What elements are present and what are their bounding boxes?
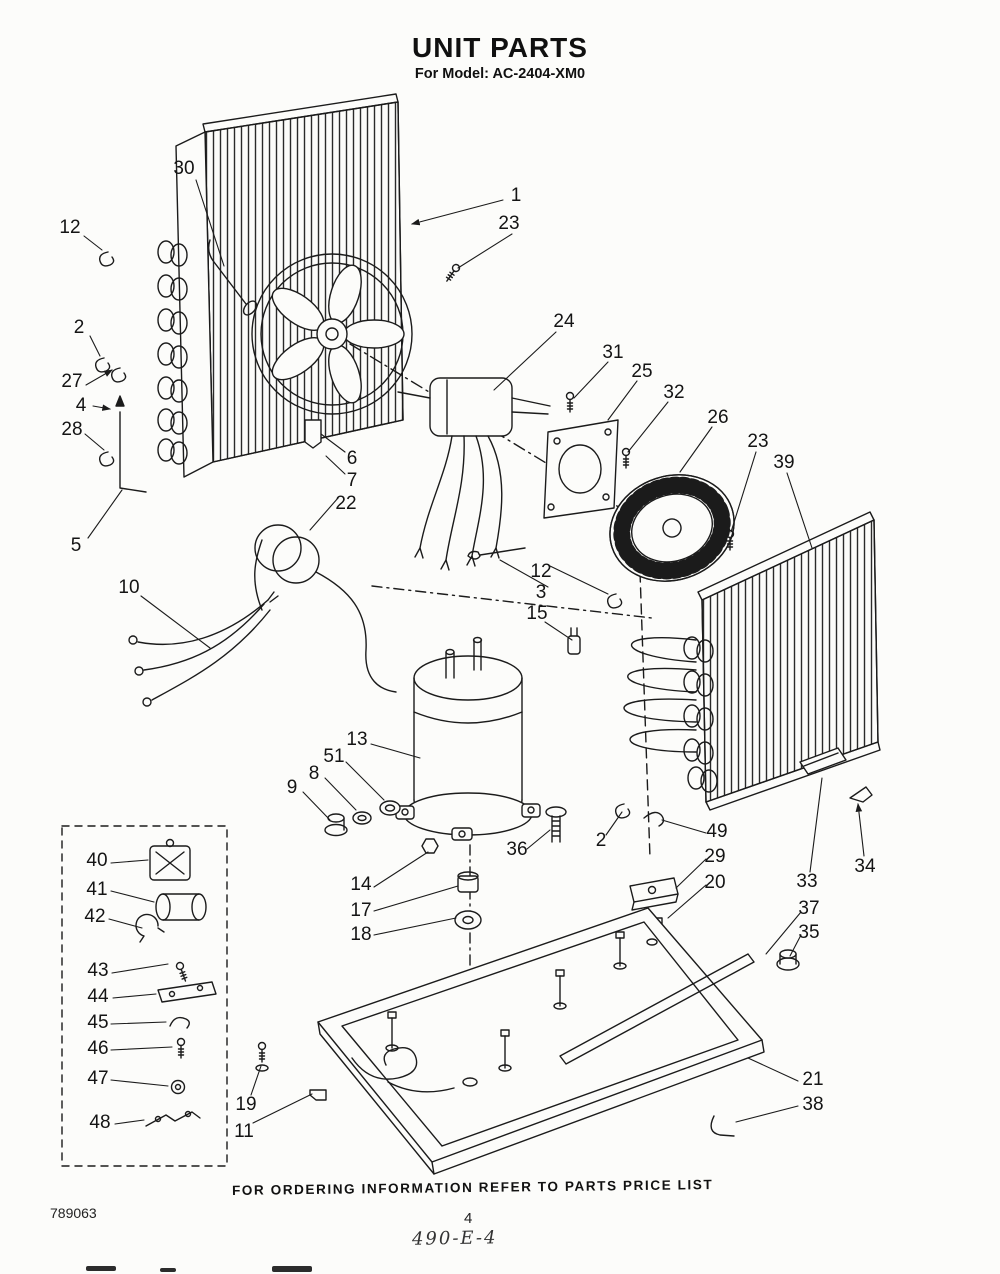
- callout-3: 3: [535, 582, 547, 603]
- callout-22: 22: [335, 493, 357, 514]
- callout-39: 39: [773, 452, 795, 473]
- callout-24: 24: [553, 311, 575, 332]
- doc-number: 789063: [50, 1205, 97, 1221]
- callout-9: 9: [286, 777, 298, 798]
- callout-23b: 23: [747, 431, 769, 452]
- callout-49: 49: [706, 821, 728, 842]
- callout-11: 11: [234, 1121, 254, 1142]
- callout-14: 14: [350, 874, 372, 895]
- callout-12b: 12: [530, 561, 552, 582]
- callout-40: 40: [86, 850, 108, 871]
- callout-48: 48: [89, 1112, 111, 1133]
- callout-45: 45: [87, 1012, 109, 1033]
- scan-artifact: [160, 1268, 176, 1272]
- callout-1: 1: [510, 185, 522, 206]
- callout-20: 20: [704, 872, 726, 893]
- callout-34: 34: [854, 856, 876, 877]
- callout-5: 5: [70, 535, 82, 556]
- callout-43: 43: [87, 960, 109, 981]
- callout-18: 18: [350, 924, 372, 945]
- callout-44: 44: [87, 986, 109, 1007]
- callout-4: 4: [75, 395, 87, 416]
- scan-artifact: [86, 1266, 116, 1271]
- scan-artifact: [272, 1266, 312, 1272]
- callout-21: 21: [802, 1069, 824, 1090]
- callout-25: 25: [631, 361, 653, 382]
- callout-37: 37: [798, 898, 820, 919]
- callout-15: 15: [526, 603, 548, 624]
- callout-30: 30: [173, 158, 195, 179]
- callout-28: 28: [61, 419, 83, 440]
- callout-19: 19: [235, 1094, 257, 1115]
- callout-46: 46: [87, 1038, 109, 1059]
- callout-2: 2: [73, 317, 85, 338]
- callout-26: 26: [707, 407, 729, 428]
- model-subtitle: For Model: AC-2404-XM0: [414, 66, 586, 82]
- callout-10: 10: [118, 577, 140, 598]
- callout-23: 23: [498, 213, 520, 234]
- callout-27: 27: [61, 371, 83, 392]
- callout-7: 7: [346, 470, 358, 491]
- callout-41: 41: [86, 879, 108, 900]
- callout-47: 47: [87, 1068, 109, 1089]
- callout-36: 36: [506, 839, 528, 860]
- page-number: 4: [464, 1210, 473, 1227]
- callout-12: 12: [59, 217, 81, 238]
- callout-13: 13: [346, 729, 368, 750]
- callout-2b: 2: [595, 830, 607, 851]
- page-title: UNIT PARTS: [412, 32, 588, 63]
- callout-35: 35: [798, 922, 820, 943]
- callout-32: 32: [663, 382, 685, 403]
- callout-33: 33: [796, 871, 818, 892]
- handwritten-ref: 490-E-4: [411, 1227, 498, 1250]
- callout-38: 38: [802, 1094, 824, 1115]
- callout-8: 8: [308, 763, 320, 784]
- callout-31: 31: [602, 342, 624, 363]
- callout-17: 17: [350, 900, 372, 921]
- callout-6: 6: [346, 448, 358, 469]
- callout-29: 29: [704, 846, 726, 867]
- callout-51: 51: [323, 746, 345, 767]
- callout-42: 42: [84, 906, 106, 927]
